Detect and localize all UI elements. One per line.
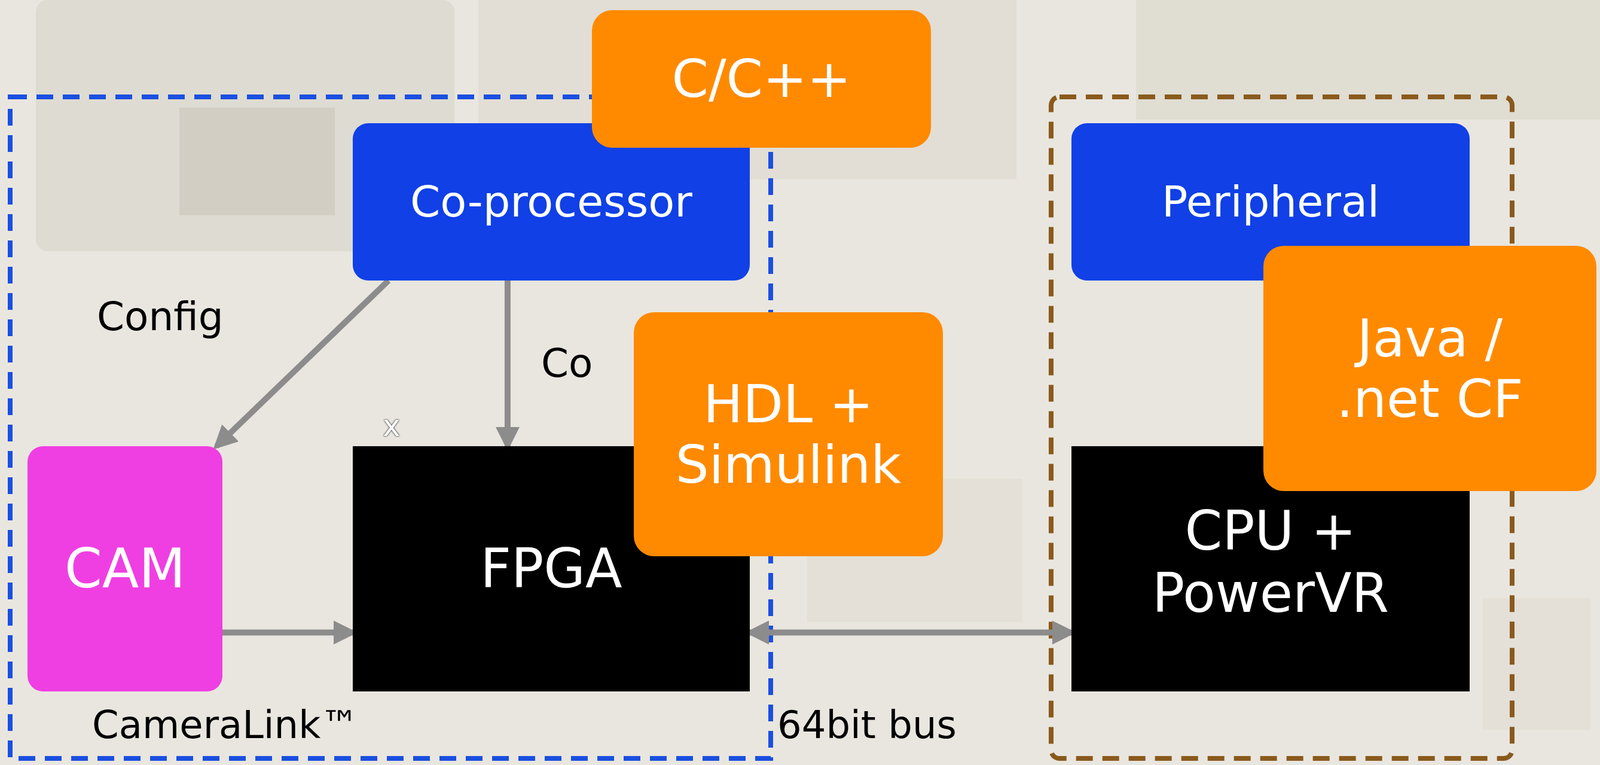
camera-box: CAM	[27, 446, 223, 692]
language-tag: Java / .net CF	[1263, 245, 1597, 491]
connector-arrow	[749, 629, 1072, 636]
box-label: Java / .net CF	[1328, 307, 1532, 429]
box-label: CPU + PowerVR	[1139, 499, 1403, 624]
mark-label: x	[382, 408, 401, 444]
connector-label: Config	[96, 294, 224, 340]
connector-arrow	[216, 280, 389, 447]
box-label: CAM	[64, 537, 186, 600]
connector-label: Co	[541, 340, 593, 387]
connector-arrow	[222, 629, 353, 636]
connector-label: 64bit bus	[777, 703, 957, 748]
sketch	[1482, 597, 1591, 730]
chip	[179, 107, 335, 216]
language-tag: C/C++	[591, 10, 931, 148]
connector-arrow	[504, 280, 511, 447]
box-label: HDL + Simulink	[660, 373, 918, 495]
language-tag: HDL + Simulink	[633, 312, 943, 557]
pcb-board	[1136, 0, 1600, 120]
box-label: FPGA	[480, 537, 622, 600]
box-label: C/C++	[671, 48, 851, 109]
box-label: Co-processor	[410, 176, 693, 227]
box-label: Peripheral	[1161, 176, 1380, 227]
connector-label: CameraLink™	[92, 703, 359, 748]
